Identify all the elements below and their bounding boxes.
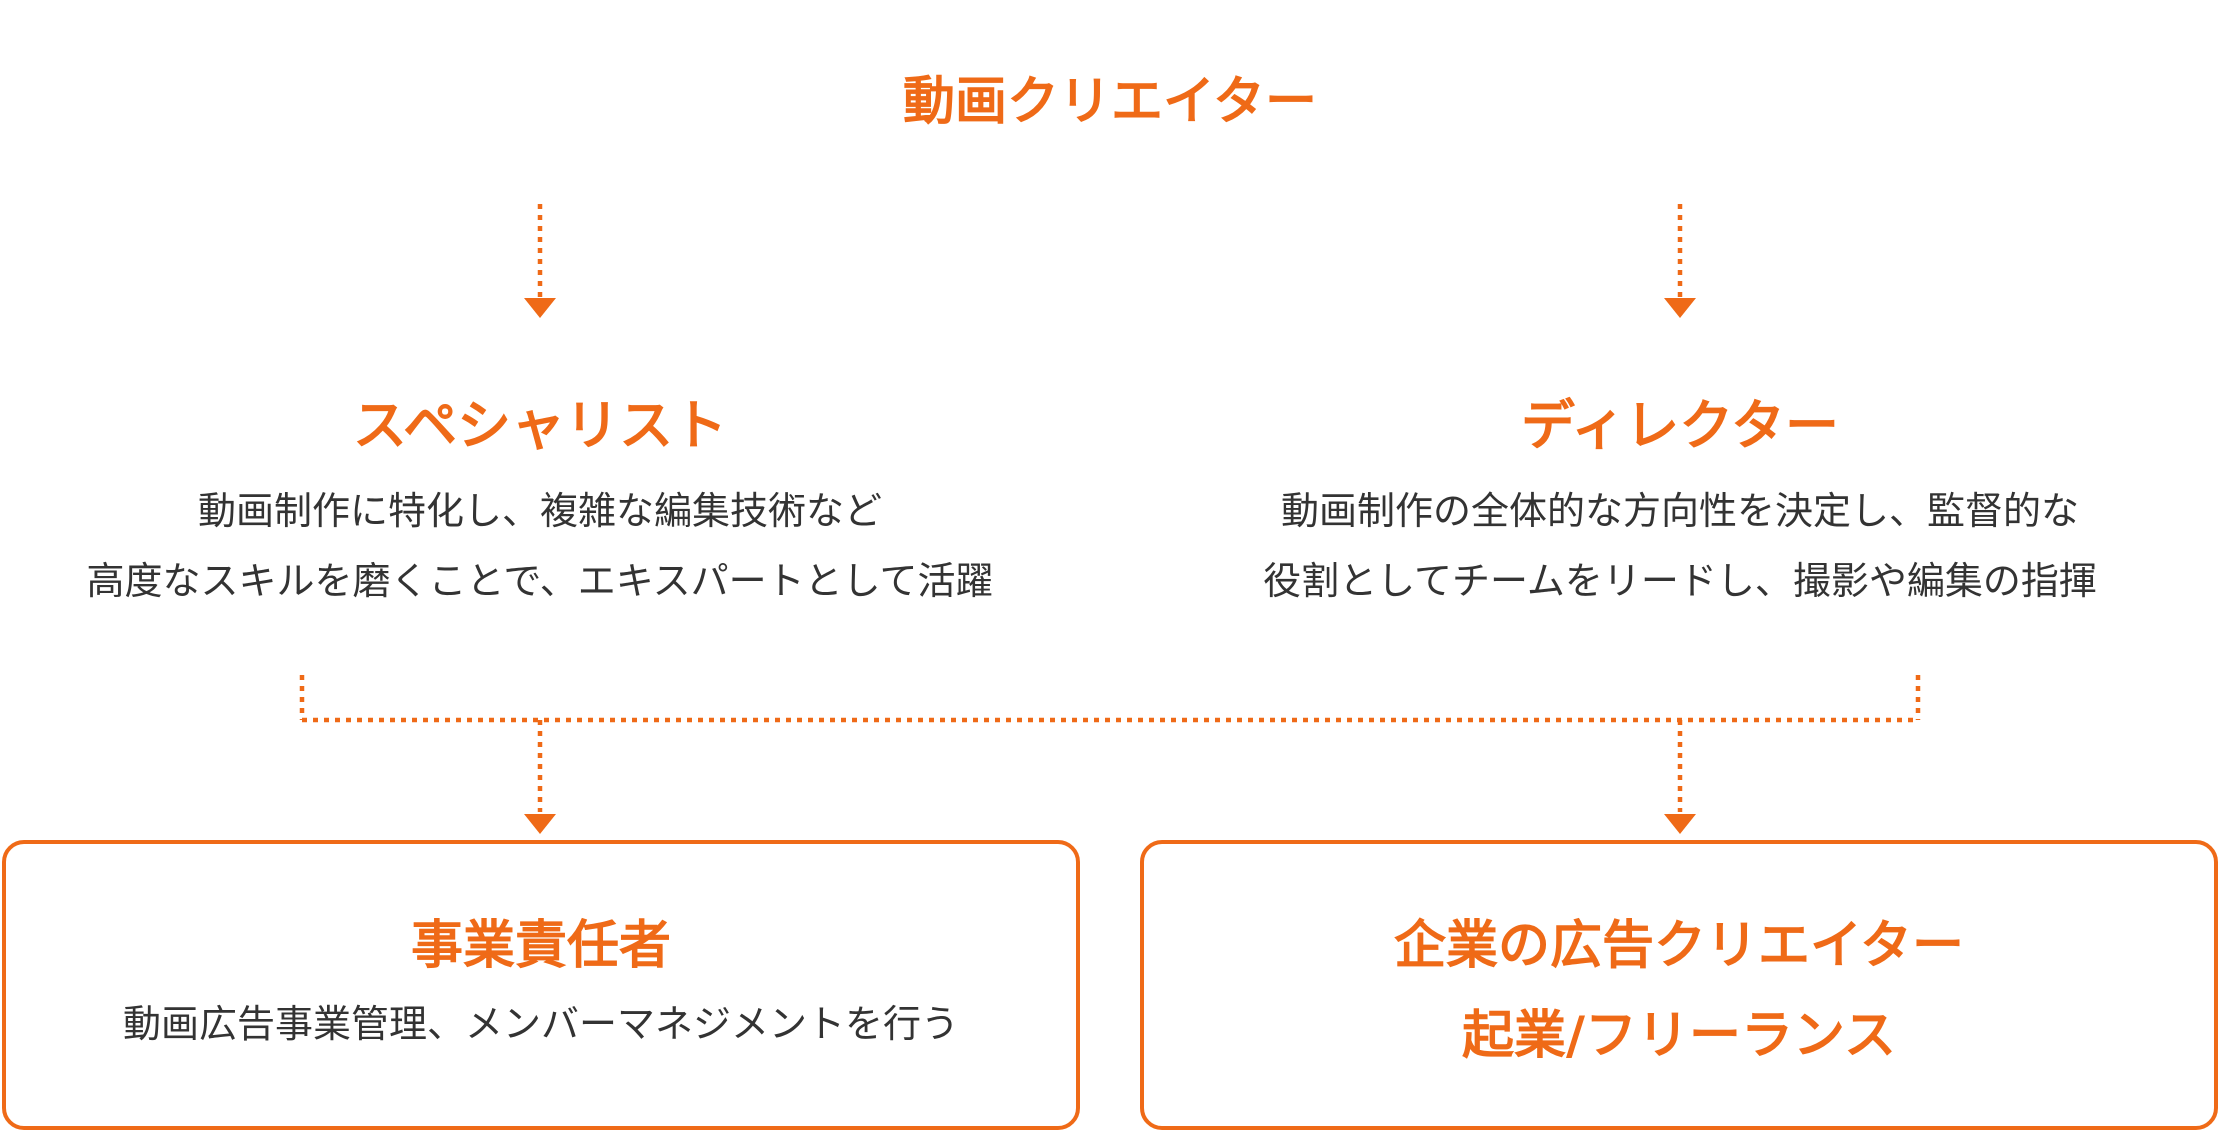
creator-box: 企業の広告クリエイター 起業/フリーランス bbox=[1140, 840, 2218, 1130]
arrowhead-specialist bbox=[524, 298, 556, 318]
arrowhead-director bbox=[1664, 298, 1696, 318]
creator-box-title-line-1: 企業の広告クリエイター bbox=[1394, 916, 1964, 976]
business-box: 事業責任者 動画広告事業管理、メンバーマネジメントを行う bbox=[2, 840, 1080, 1130]
creator-box-title-line-2: 起業/フリーランス bbox=[1462, 1006, 1896, 1066]
director-title: ディレクター bbox=[1520, 394, 1840, 457]
business-box-title: 事業責任者 bbox=[410, 916, 671, 976]
specialist-desc-line-1: 動画制作に特化し、複雑な編集技術など bbox=[197, 489, 882, 533]
arrowhead-business bbox=[524, 814, 556, 834]
specialist-title: スペシャリスト bbox=[352, 394, 728, 457]
director-desc-line-2: 役割としてチームをリードし、撮影や編集の指揮 bbox=[1263, 559, 2097, 603]
specialist-desc-line-2: 高度なスキルを磨くことで、エキスパートとして活躍 bbox=[86, 559, 994, 603]
arrowhead-creator bbox=[1664, 814, 1696, 834]
director-desc-line-1: 動画制作の全体的な方向性を決定し、監督的な bbox=[1280, 489, 2079, 533]
business-box-desc: 動画広告事業管理、メンバーマネジメントを行う bbox=[122, 1002, 959, 1046]
top-node-title: 動画クリエイター bbox=[903, 72, 1317, 132]
